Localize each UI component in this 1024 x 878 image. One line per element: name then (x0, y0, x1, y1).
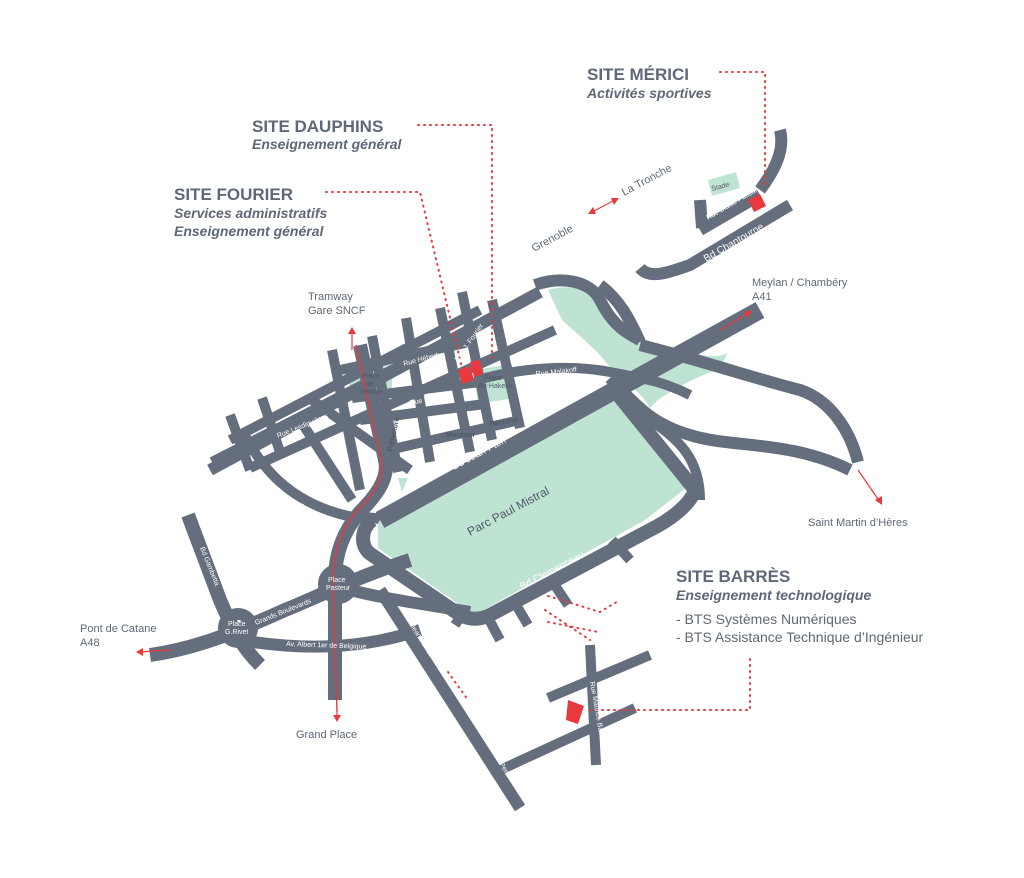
place-bir-2: Bir-Hakeim (478, 383, 513, 390)
isere-river-area (548, 287, 728, 408)
site-fourier-title: SITE FOURIER (174, 185, 293, 204)
place-pasteur-2: Pasteur (326, 585, 351, 592)
site-fourier-subtitle-2: Enseignement général (174, 223, 324, 239)
connector-lines (325, 71, 766, 711)
site-barres-item-2: - BTS Assistance Technique d’Ingénieur (676, 629, 924, 645)
stade-label: Stade (711, 181, 731, 193)
site-merici-label: SITE MÉRICI Activités sportives (586, 65, 712, 101)
dest-tramway-2: Gare SNCF (308, 305, 366, 317)
dest-pont-2: A48 (80, 637, 100, 649)
street-av-albert: Av. Albert 1er de Belgique (286, 641, 367, 651)
site-fourier-subtitle-1: Services administratifs (174, 205, 328, 221)
place-rivet-2: G.Rivet (225, 629, 248, 636)
tramway-line (332, 344, 383, 713)
site-merici-subtitle: Activités sportives (586, 85, 712, 101)
site-barres-subtitle: Enseignement technologique (676, 587, 871, 603)
street-malakoff: Rue Malakoff (535, 367, 577, 378)
dest-tramway-1: Tramway (308, 291, 353, 303)
place-bir-1: Place (484, 375, 502, 382)
site-fourier-label: SITE FOURIER Services administratifs Ens… (174, 185, 328, 239)
site-barres-marker[interactable] (566, 700, 584, 724)
rectorat-label: Rectorat (489, 417, 519, 428)
site-barres-title: SITE BARRÈS (676, 567, 790, 586)
site-merici-marker[interactable] (748, 194, 766, 212)
site-merici-title: SITE MÉRICI (587, 65, 689, 84)
museum-label: Muséum (446, 432, 474, 439)
dest-la-tronche: La Tronche (620, 162, 674, 198)
stade-area (708, 172, 740, 196)
place-pasteur-1: Place (328, 577, 346, 584)
site-dauphins-subtitle: Enseignement général (252, 136, 402, 152)
site-markers (458, 194, 766, 724)
site-barres-item-1: - BTS Systèmes Numériques (676, 611, 857, 627)
place-verdun-3: Verdun (360, 389, 382, 396)
site-fourier-marker[interactable] (458, 366, 474, 384)
dest-grand-place: Grand Place (296, 729, 357, 741)
place-rivet-1: Place (228, 621, 246, 628)
site-barres-label: SITE BARRÈS Enseignement technologique -… (676, 567, 924, 645)
parc-paul-mistral-area[interactable] (378, 392, 690, 612)
dest-meylan-2: A41 (752, 291, 772, 303)
dest-meylan-1: Meylan / Chambéry (752, 277, 848, 289)
roads (149, 128, 864, 812)
dest-saint-martin: Saint Martin d’Hères (808, 517, 908, 529)
place-verdun-2: de (366, 381, 374, 388)
dest-pont-1: Pont de Catane (80, 623, 156, 635)
dest-grenoble: Grenoble (530, 223, 576, 255)
site-dauphins-title: SITE DAUPHINS (252, 117, 383, 136)
site-dauphins-marker[interactable] (470, 360, 483, 377)
jardin-area (398, 478, 408, 492)
direction-arrows (136, 198, 882, 722)
place-verdun-1: Place (362, 373, 380, 380)
site-dauphins-label: SITE DAUPHINS Enseignement général (252, 117, 402, 152)
